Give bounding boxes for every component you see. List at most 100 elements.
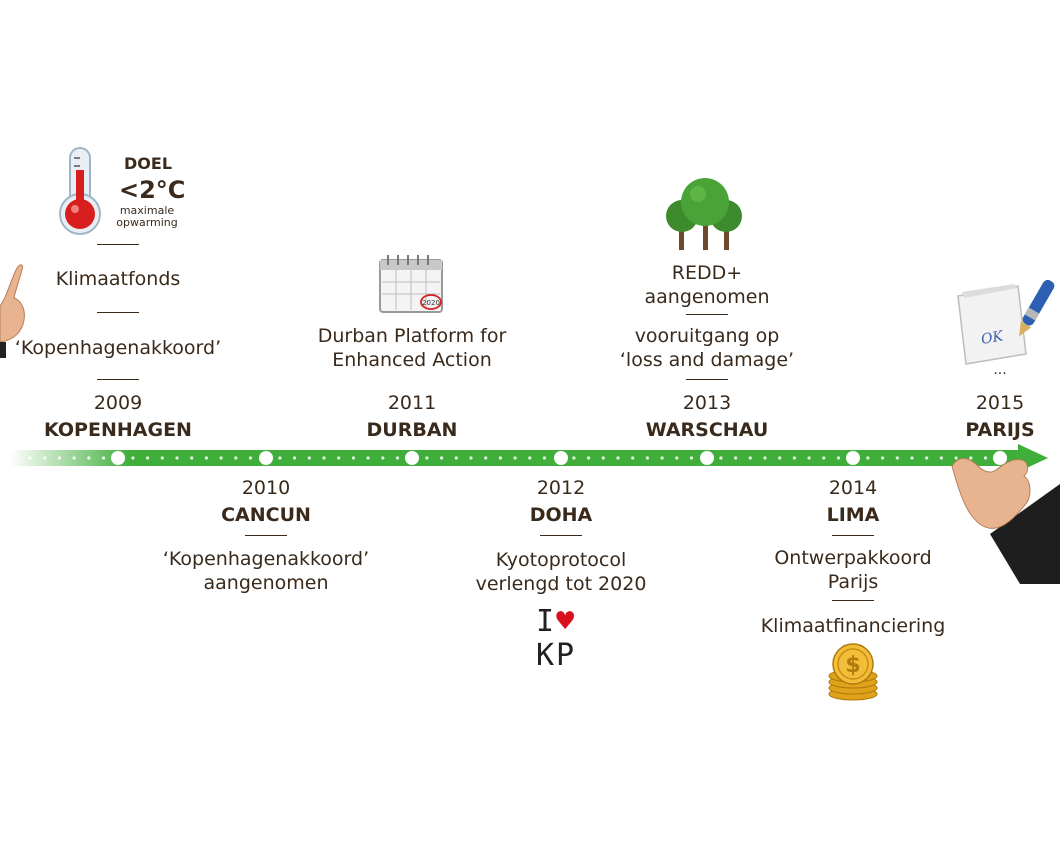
event-note: Ontwerpakkoord Parijs [774, 547, 932, 593]
tree-icon [666, 178, 742, 250]
arrow-dot [969, 456, 973, 460]
arrow-dot [660, 456, 664, 460]
arrow-dot [587, 456, 591, 460]
event-note: vooruitgang op ‘loss and damage’ [619, 325, 795, 371]
arrow-dot [763, 456, 767, 460]
arrow-dot [72, 456, 76, 460]
arrow-dot [366, 456, 370, 460]
event-city-warschau: WARSCHAU [645, 419, 769, 441]
divider [832, 535, 874, 536]
divider [686, 314, 728, 315]
event-year-2015: 2015 [975, 392, 1025, 414]
arrow-dot [234, 456, 238, 460]
arrow-dot [601, 456, 605, 460]
event-year-2011: 2011 [387, 392, 437, 414]
signature-paper-icon: OK [957, 279, 1055, 365]
arrow-dot [616, 456, 620, 460]
event-note: REDD+ aangenomen [644, 262, 770, 308]
arrow-dot [146, 456, 150, 460]
kp-logo-letter: I [536, 604, 557, 639]
timeline-node [846, 451, 860, 465]
arrow-dot [542, 456, 547, 460]
arrow-dot [219, 456, 223, 460]
timeline-arrow [10, 444, 1048, 472]
goal-value: <2°C [119, 176, 186, 204]
arrow-dot [719, 456, 723, 460]
arrow-dot [440, 456, 444, 460]
event-city-lima: LIMA [826, 504, 880, 526]
thermometer-icon [59, 147, 101, 235]
arrow-dot [895, 456, 899, 460]
arrow-dot [484, 456, 488, 460]
event-city-parijs: PARIJS [965, 419, 1035, 441]
timeline-node [554, 451, 568, 465]
arrow-dot [748, 456, 752, 460]
arrow-dot [645, 456, 650, 460]
divider [97, 312, 139, 313]
arrow-dot [675, 456, 679, 460]
arrow-dot [498, 456, 502, 460]
heart-icon: ♥ [556, 604, 577, 639]
event-year-2012: 2012 [536, 477, 586, 499]
arrow-dot [190, 456, 194, 460]
arrow-dot [778, 456, 782, 460]
event-city-durban: DURBAN [366, 419, 458, 441]
arrow-dot [381, 456, 385, 460]
arrow-dot [822, 456, 826, 460]
pointing-hand-icon [0, 264, 25, 358]
arrow-dot [101, 456, 106, 460]
timeline-node [111, 451, 125, 465]
arrow-dot [836, 456, 841, 460]
event-note: Klimaatfinanciering [760, 615, 946, 637]
coins-icon: $ [828, 643, 878, 701]
arrow-dot [248, 456, 253, 460]
event-note: ‘Kopenhagenakkoord’ [14, 337, 222, 359]
arrow-dot [87, 456, 91, 460]
event-year-2014: 2014 [828, 477, 878, 499]
divider [686, 379, 728, 380]
divider [97, 379, 139, 380]
event-note: ... [993, 362, 1007, 378]
arrow-dot [351, 456, 355, 460]
arrow-dot [425, 456, 429, 460]
arrow-dot [454, 456, 458, 460]
timeline-node [700, 451, 714, 465]
event-note: ‘Kopenhagenakkoord’ aangenomen [162, 548, 370, 594]
goal-label: DOEL [124, 154, 173, 173]
ok-text: OK [980, 328, 1006, 348]
arrow-dot [954, 456, 958, 460]
event-year-2010: 2010 [241, 477, 291, 499]
event-year-2009: 2009 [93, 392, 143, 414]
event-note: Kyotoprotocol verlengd tot 2020 [475, 549, 647, 595]
arrow-dot [513, 456, 517, 460]
divider [97, 244, 139, 245]
arrow-dot [689, 456, 694, 460]
divider [540, 535, 582, 536]
event-city-cancun: CANCUN [221, 504, 311, 526]
arrow-dot [881, 456, 885, 460]
arrow-dot [939, 456, 944, 460]
arrow-dot [293, 456, 297, 460]
arrow-dot [866, 456, 870, 460]
timeline-node [993, 451, 1007, 465]
i-love-kp-logo: I♥ [536, 606, 576, 638]
arrow-dot [469, 456, 473, 460]
goal-subtitle: maximale [119, 204, 175, 217]
arrow-dot [983, 456, 988, 460]
arrow-dot [43, 456, 47, 460]
kp-logo-text: KP [536, 638, 577, 673]
arrow-dot [910, 456, 914, 460]
arrow-dot [204, 456, 208, 460]
event-city-kopenhagen: KOPENHAGEN [44, 419, 192, 441]
arrow-dot [175, 456, 179, 460]
arrow-dot [28, 456, 32, 460]
divider [245, 535, 287, 536]
calendar-icon: 2020 [379, 255, 443, 313]
timeline-node [259, 451, 273, 465]
arrow-dot [395, 456, 400, 460]
receiving-hand-icon [951, 458, 1060, 584]
arrow-dot [131, 456, 135, 460]
arrow-dot [528, 456, 532, 460]
event-city-doha: DOHA [529, 504, 593, 526]
arrow-dot [57, 456, 62, 460]
